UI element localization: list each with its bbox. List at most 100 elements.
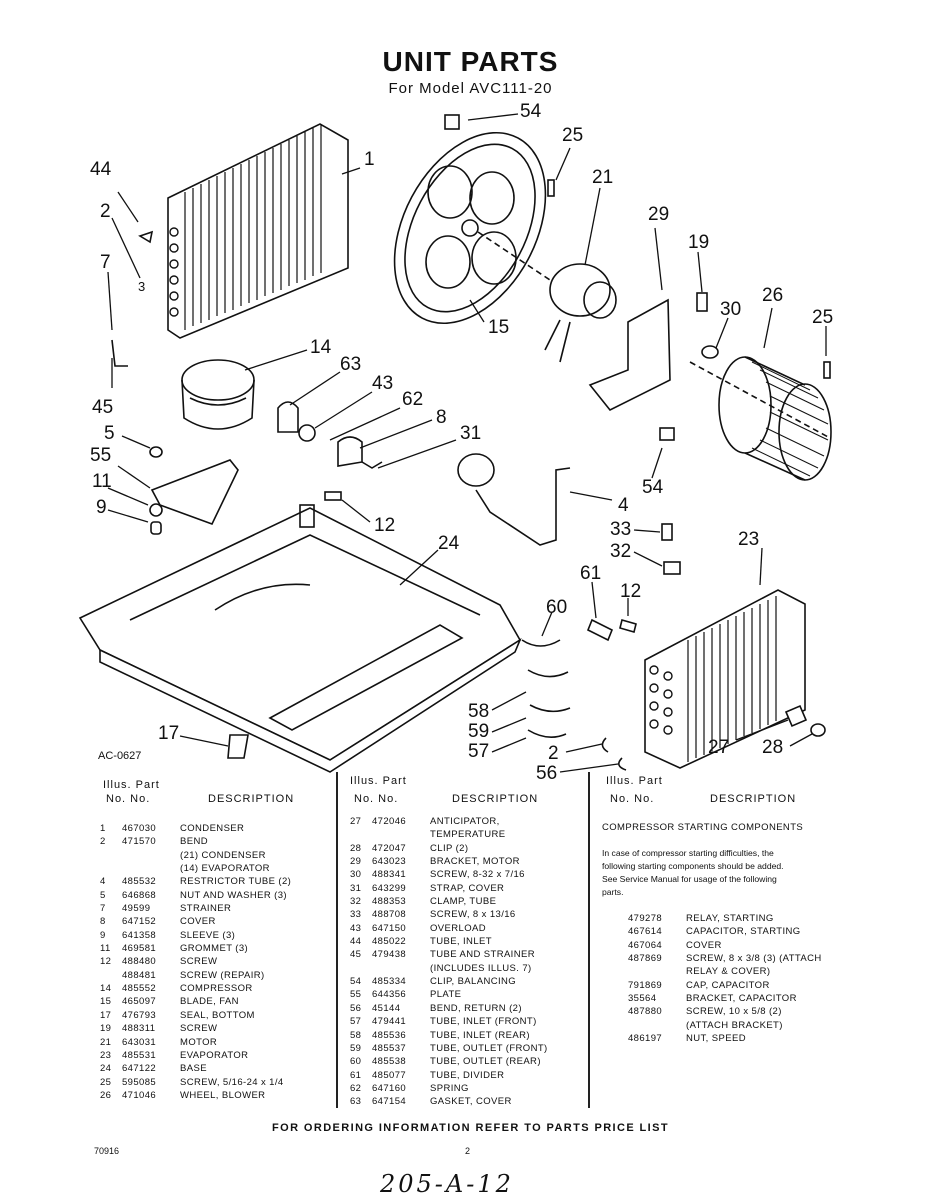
parts-row: 5 646868 NUT AND WASHER (3): [100, 889, 332, 902]
part-description: SCREW, 5/16-24 x 1/4: [180, 1076, 284, 1088]
callout-25: 25: [562, 125, 584, 146]
part-number: 488311: [122, 1023, 156, 1035]
part-description: SEAL, BOTTOM: [180, 1009, 255, 1021]
callout-8: 8: [436, 407, 447, 428]
part-description: SPRING: [430, 1082, 469, 1094]
callout-25b: 25: [812, 307, 834, 328]
part-number: 45144: [372, 1002, 401, 1014]
col1-illus-part-heading: Illus. Part: [103, 779, 160, 791]
overload-parts-drawing: [277, 401, 383, 469]
part-description: RELAY & COVER): [686, 966, 771, 978]
part-number: 485077: [372, 1069, 407, 1081]
part-number: 641358: [122, 929, 157, 941]
illus-number: 29: [350, 856, 362, 868]
callout-55: 55: [90, 445, 112, 466]
note-line: In case of compressor starting difficult…: [602, 848, 774, 858]
part-number: 595085: [122, 1076, 157, 1088]
part-description: (14) EVAPORATOR: [180, 863, 270, 875]
part-number: 479438: [372, 949, 407, 961]
part-description: CLIP (2): [430, 842, 469, 854]
fan-blade-drawing: [393, 131, 566, 325]
page-title: UNIT PARTS: [382, 46, 559, 77]
part-number: 488481: [122, 969, 157, 981]
part-description: TUBE AND STRAINER: [430, 949, 535, 961]
part-number: 467064: [628, 939, 663, 951]
part-number: 485538: [372, 1056, 407, 1068]
part-description: (ATTACH BRACKET): [686, 1019, 783, 1031]
callout-63: 63: [340, 354, 362, 375]
illus-number: 32: [350, 896, 362, 908]
illus-number: 8: [100, 916, 106, 928]
illus-number: 11: [100, 943, 111, 955]
part-number: 476793: [122, 1009, 157, 1021]
part-number: 485531: [122, 1049, 157, 1061]
callout-33: 33: [610, 519, 632, 540]
small-hardware-drawing: [111, 114, 831, 575]
illus-number: 25: [100, 1076, 112, 1088]
part-description: BRACKET, MOTOR: [430, 856, 520, 868]
part-description: SCREW: [180, 1023, 218, 1035]
part-number: 488480: [122, 956, 157, 968]
note-line: parts.: [602, 887, 624, 897]
part-description: ANTICIPATOR,: [430, 816, 500, 827]
illus-number: 15: [100, 996, 112, 1008]
exploded-parts-diagram: [78, 113, 832, 773]
part-description: TUBE, OUTLET (REAR): [430, 1056, 541, 1068]
part-description: SCREW (REPAIR): [180, 969, 265, 981]
motor-bracket-drawing: [588, 298, 671, 412]
callout-58: 58: [468, 701, 490, 722]
page-number: 2: [465, 1146, 471, 1156]
part-description: PLATE: [430, 989, 462, 1001]
illus-number: 59: [350, 1042, 362, 1054]
illus-number: 23: [100, 1049, 112, 1061]
part-description: (INCLUDES ILLUS. 7): [430, 962, 532, 974]
part-number: 647152: [122, 916, 157, 928]
tube-assembly-drawing: [457, 453, 571, 546]
parts-row: (14) EVAPORATOR: [100, 862, 332, 875]
illus-number: 17: [100, 1009, 112, 1021]
part-number: [372, 962, 430, 975]
illus-number: 5: [100, 889, 106, 901]
part-description: MOTOR: [180, 1036, 218, 1048]
note-line: See Service Manual for usage of the foll…: [602, 874, 777, 884]
part-description: SCREW, 10 x 5/8 (2): [686, 1006, 782, 1018]
part-description: CLAMP, TUBE: [430, 896, 497, 908]
parts-row: 17 476793 SEAL, BOTTOM: [100, 1009, 332, 1022]
col3-description-heading: DESCRIPTION: [710, 793, 797, 805]
callout-4: 4: [618, 495, 629, 516]
part-number: 35564: [628, 993, 657, 1005]
part-description: GASKET, COVER: [430, 1096, 512, 1108]
blower-wheel-drawing: [689, 356, 832, 481]
part-number: 647154: [372, 1096, 407, 1108]
callout-11: 11: [92, 471, 112, 492]
part-number: 488353: [372, 896, 407, 908]
callout-7: 7: [100, 252, 111, 273]
parts-row: 488481 SCREW (REPAIR): [100, 969, 332, 982]
illus-number: [100, 969, 122, 982]
parts-row: (INCLUDES ILLUS. 7): [350, 962, 586, 975]
illus-number: 19: [100, 1023, 112, 1035]
illus-number: 56: [350, 1002, 362, 1014]
illus-number: 63: [350, 1096, 362, 1108]
part-number: 646868: [122, 889, 157, 901]
part-description: CAPACITOR, STARTING: [686, 926, 801, 938]
col3-no-heading: No. No.: [610, 793, 655, 805]
callout-12: 12: [374, 515, 396, 536]
callout-14: 14: [310, 337, 332, 358]
illus-number: 44: [350, 936, 362, 948]
part-description: NUT AND WASHER (3): [180, 889, 287, 901]
part-number: 479441: [372, 1016, 407, 1028]
callout-60: 60: [546, 597, 568, 618]
